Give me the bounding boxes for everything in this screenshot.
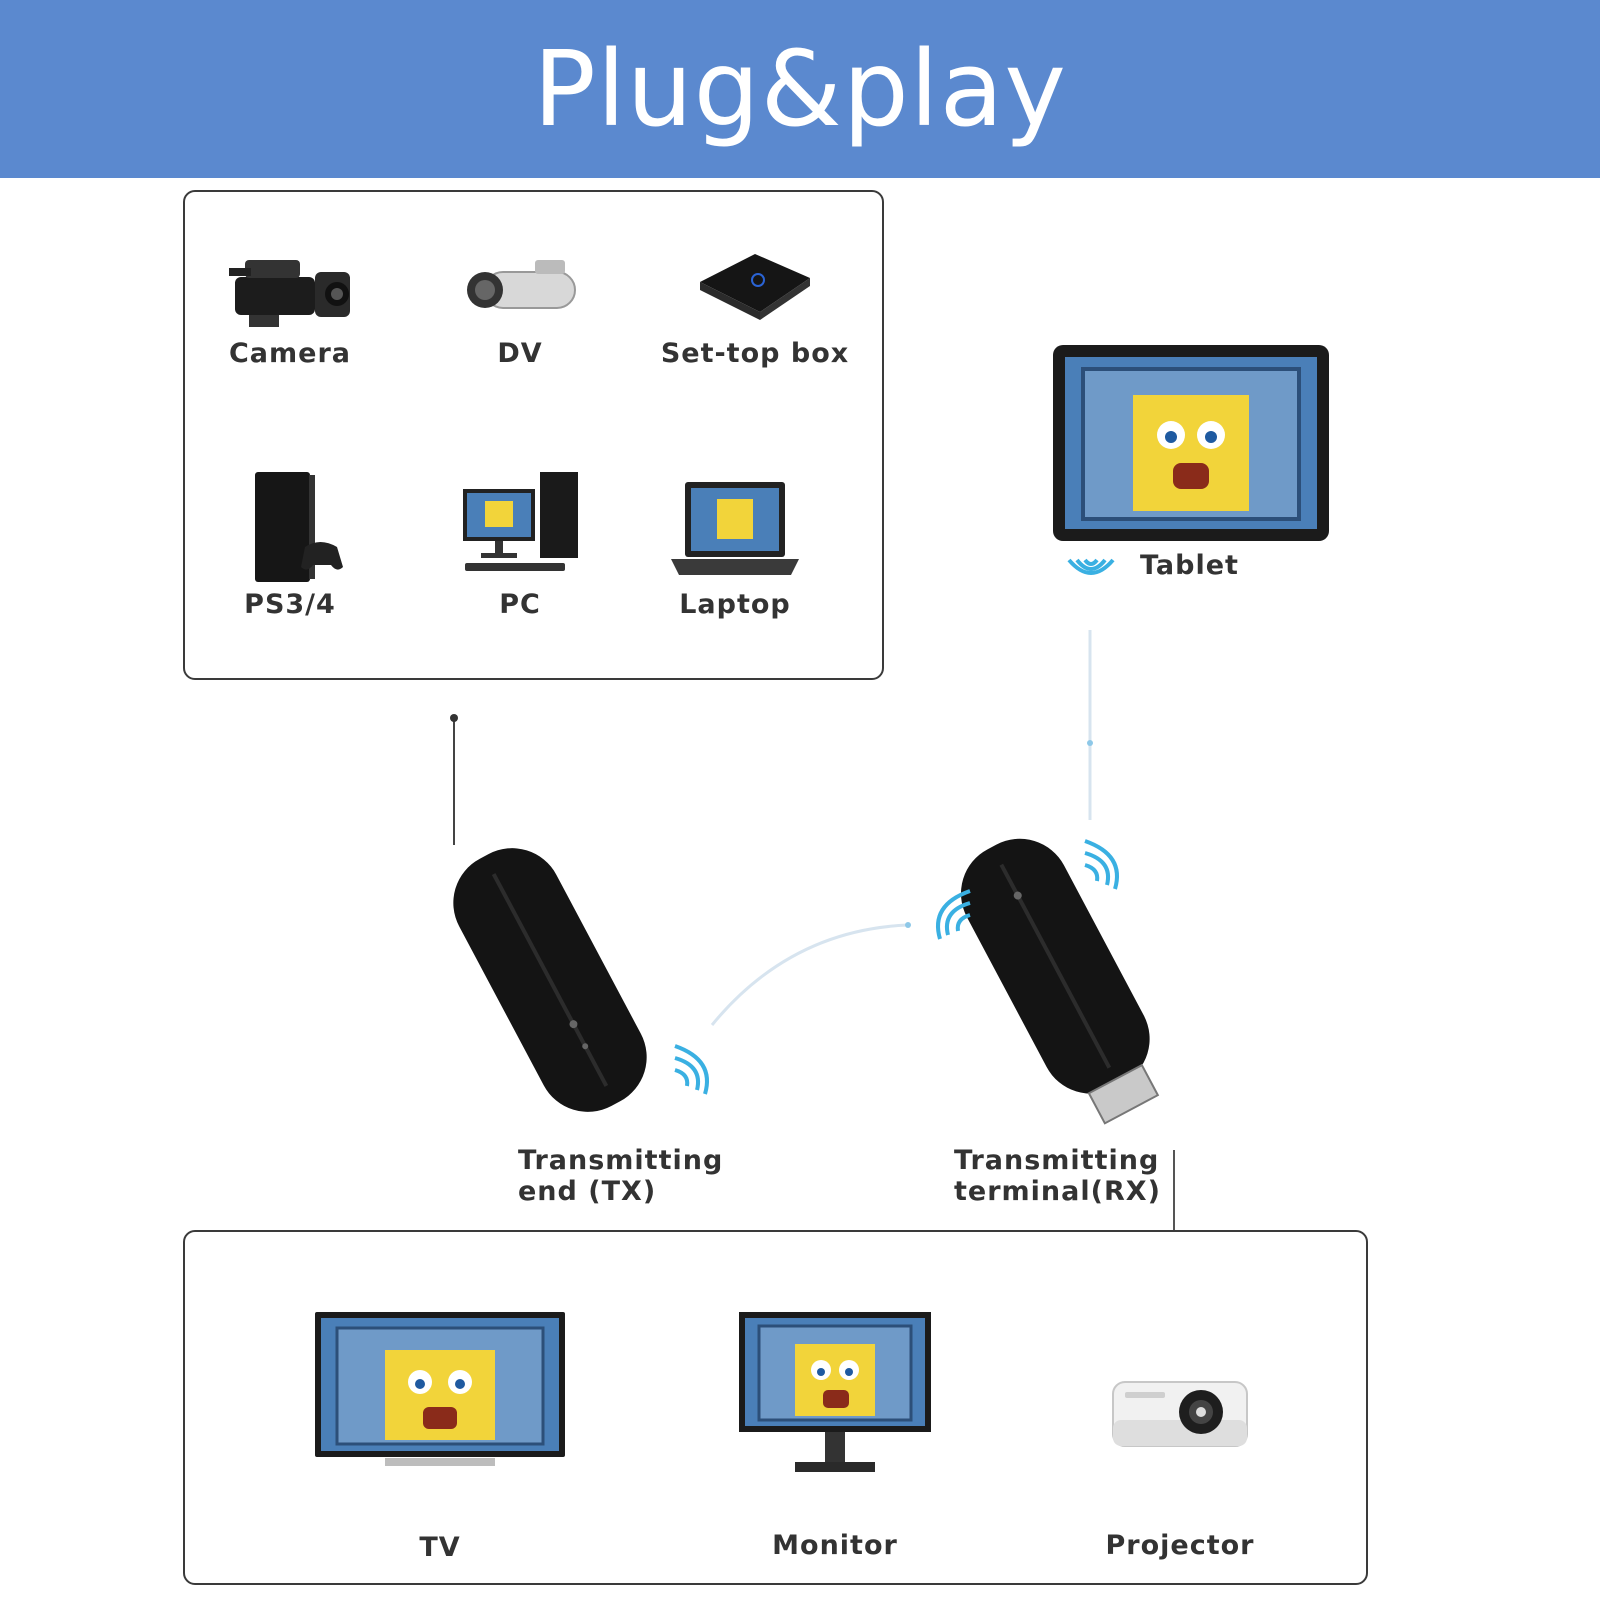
tablet-wifi-icon (1067, 558, 1115, 575)
output-label: Monitor (772, 1530, 898, 1561)
source-laptop: Laptop (665, 467, 805, 620)
tx-rx-link (710, 923, 909, 1026)
desktop-pc-icon (463, 472, 578, 571)
source-camera: Camera (220, 242, 360, 369)
camcorder-icon (467, 260, 576, 309)
laptop-icon (671, 482, 799, 575)
source-label: Camera (228, 338, 351, 369)
source-label: Set-top box (660, 338, 850, 369)
tx-caption-line2: end (TX) (518, 1176, 657, 1207)
tv-icon (315, 1312, 565, 1466)
set-top-box-icon (700, 254, 810, 320)
tablet-device (1053, 345, 1329, 545)
rx-wifi-right-icon (1084, 839, 1119, 890)
header-banner: Plug&play (0, 0, 1600, 178)
output-label: TV (419, 1532, 461, 1563)
tx-caption-line1: Transmitting (518, 1145, 724, 1176)
source-label: Laptop (679, 589, 791, 620)
rx-dongle (960, 838, 1160, 1125)
source-set-top-box: Set-top box (655, 242, 855, 369)
projector-icon (1112, 1381, 1248, 1447)
source-label: DV (497, 338, 543, 369)
source-game-console: PS3/4 (220, 467, 360, 620)
source-label: PC (499, 589, 541, 620)
rx-caption-line2: terminal(RX) (954, 1176, 1161, 1207)
tx-antenna-tip (450, 714, 458, 722)
output-label: Projector (1105, 1530, 1255, 1561)
page-title: Plug&play (533, 28, 1067, 150)
tx-wifi-icon (674, 1044, 709, 1095)
rx-wifi-left-icon (936, 889, 971, 940)
tablet-icon (1053, 345, 1329, 541)
tablet-label: Tablet (1140, 550, 1239, 581)
source-devices-panel: Camera DV Set-top box PS3/4 (183, 190, 884, 680)
output-projector: Projector (1075, 1312, 1285, 1561)
output-monitor: Monitor (735, 1312, 935, 1561)
source-label: PS3/4 (244, 589, 336, 620)
source-dv: DV (450, 242, 590, 369)
tx-dongle (453, 848, 647, 1112)
source-pc: PC (450, 467, 590, 620)
rx-caption-line1: Transmitting (954, 1145, 1160, 1176)
camera-icon (229, 260, 350, 327)
game-console-icon (255, 472, 343, 582)
monitor-icon (739, 1312, 931, 1472)
tx-caption: Transmitting end (TX) (518, 1145, 723, 1207)
rx-caption: Transmitting terminal(RX) (954, 1145, 1161, 1207)
output-tv: TV (315, 1312, 565, 1563)
output-devices-panel: TV Monitor Projector (183, 1230, 1368, 1585)
